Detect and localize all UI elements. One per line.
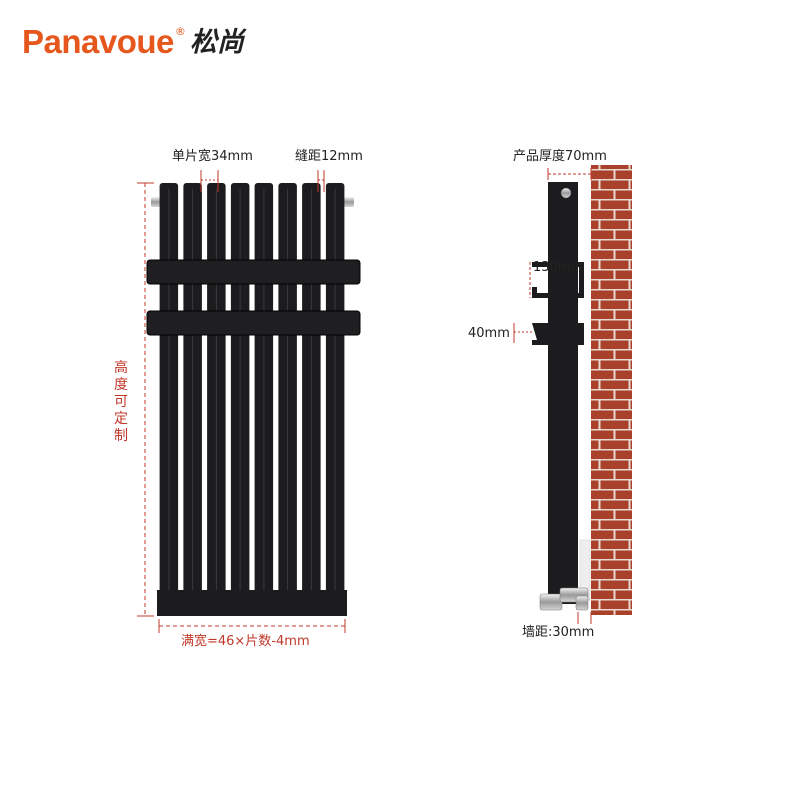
thickness-label: 产品厚度70mm xyxy=(513,149,607,164)
front-dimensions xyxy=(137,170,346,633)
valve-body xyxy=(539,593,563,611)
bracket-height-label: 130mm xyxy=(533,260,584,275)
radiator-front-view xyxy=(146,183,361,616)
towel-bar-lower xyxy=(146,310,361,336)
wall-distance-label: 墙距:30mm xyxy=(522,625,595,640)
bleed-valve-left xyxy=(151,197,161,207)
full-width-label: 满宽=46×片数-4mm xyxy=(181,634,310,649)
radiator-sections xyxy=(159,183,345,616)
bleed-screw xyxy=(560,187,572,199)
radiator-side-view xyxy=(532,165,632,615)
towel-bracket-upper xyxy=(532,262,584,298)
towel-bracket-lower xyxy=(532,323,584,345)
bleed-valve-right xyxy=(344,197,354,207)
gap-label: 缝距12mm xyxy=(295,149,363,164)
side-profile-column xyxy=(548,182,578,604)
bracket-depth-label: 40mm xyxy=(468,326,510,341)
brand-logo: Panavoue ® 松尚 xyxy=(22,20,244,64)
bottom-header xyxy=(157,590,347,616)
towel-bar-upper xyxy=(146,259,361,285)
valve-fitting xyxy=(575,595,589,611)
side-dimensions xyxy=(513,168,592,624)
brick-wall xyxy=(591,165,632,615)
height-label: 高度可定制 xyxy=(114,360,128,444)
section-width-label: 单片宽34mm xyxy=(172,149,253,164)
brand-name-en: Panavoue xyxy=(22,23,174,60)
brand-name-cn: 松尚 xyxy=(189,27,244,58)
registered-mark: ® xyxy=(174,25,186,38)
